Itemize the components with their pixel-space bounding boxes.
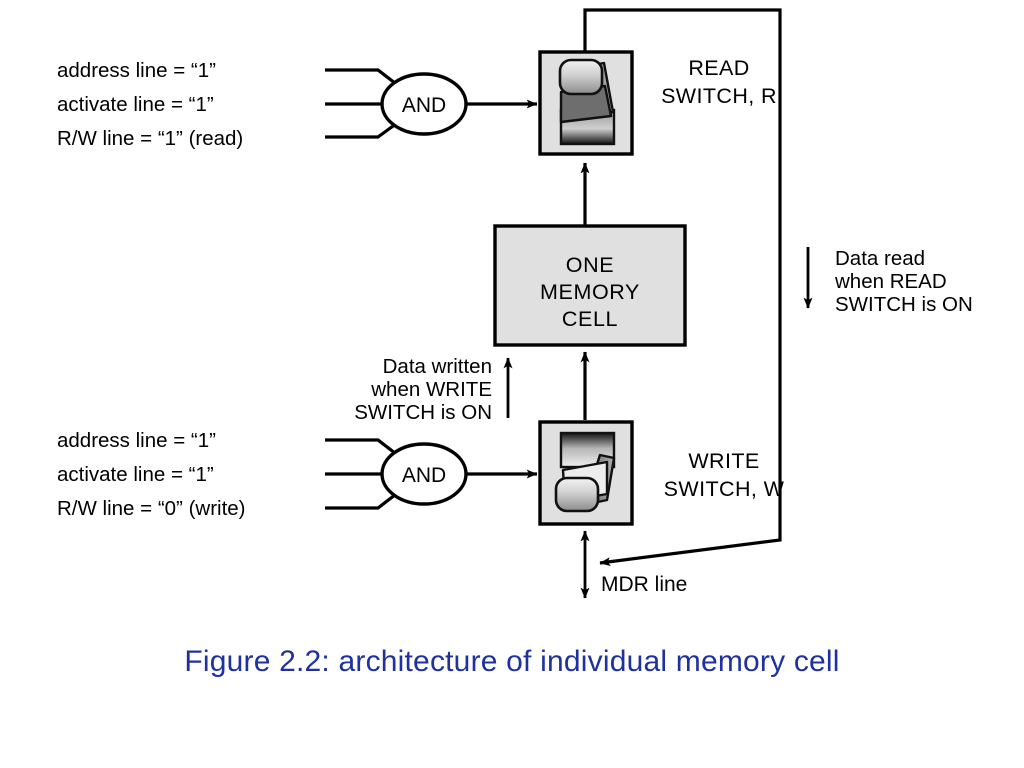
write-input-label-address: address line = “1” xyxy=(57,429,216,452)
write-switch-label: WRITE SWITCH, W xyxy=(664,449,785,501)
read-input-label-rw: R/W line = “1” (read) xyxy=(57,127,243,150)
write-switch-label-line2: SWITCH, W xyxy=(664,477,785,501)
read-switch-box xyxy=(538,50,634,156)
read-note: Data read when READ SWITCH is ON xyxy=(803,247,973,316)
memory-cell-label-line1: ONE xyxy=(566,253,614,277)
read-switch-label: READ SWITCH, R xyxy=(661,56,777,108)
memory-cell-box: ONE MEMORY CELL xyxy=(493,224,687,347)
read-input-label-address: address line = “1” xyxy=(57,59,216,82)
write-note-line2: when WRITE xyxy=(370,378,492,401)
read-switch-label-line1: READ xyxy=(688,56,749,80)
write-note: Data written when WRITE SWITCH is ON xyxy=(354,355,513,424)
write-switch-toggle-icon xyxy=(554,431,616,513)
read-switch-label-line2: SWITCH, R xyxy=(661,84,777,108)
write-and-gate-label: AND xyxy=(402,464,446,487)
read-input-labels: address line = “1” activate line = “1” R… xyxy=(57,59,243,150)
write-input-labels: address line = “1” activate line = “1” R… xyxy=(57,429,246,520)
read-and-gate-label: AND xyxy=(402,94,446,117)
write-input-label-activate: activate line = “1” xyxy=(57,463,214,486)
memory-cell-label-line2: MEMORY xyxy=(540,280,640,304)
write-input-label-rw: R/W line = “0” (write) xyxy=(57,497,246,520)
read-and-gate: AND xyxy=(380,72,468,136)
read-input-label-activate: activate line = “1” xyxy=(57,93,214,116)
write-note-line1: Data written xyxy=(383,355,492,378)
figure-caption: Figure 2.2: architecture of individual m… xyxy=(184,645,840,678)
mdr-line-label: MDR line xyxy=(601,573,687,596)
mdr-line: MDR line xyxy=(580,530,687,599)
memory-cell-label-line3: CELL xyxy=(562,307,618,331)
write-switch-box xyxy=(538,420,634,526)
write-and-gate: AND xyxy=(380,442,468,506)
read-note-line2: when READ xyxy=(834,270,947,293)
read-output-bus-wire xyxy=(583,8,782,567)
read-switch-toggle-icon xyxy=(558,58,616,146)
write-switch-label-line1: WRITE xyxy=(688,449,759,473)
read-note-line1: Data read xyxy=(835,247,925,270)
read-note-line3: SWITCH is ON xyxy=(835,293,973,316)
write-note-line3: SWITCH is ON xyxy=(354,401,492,424)
